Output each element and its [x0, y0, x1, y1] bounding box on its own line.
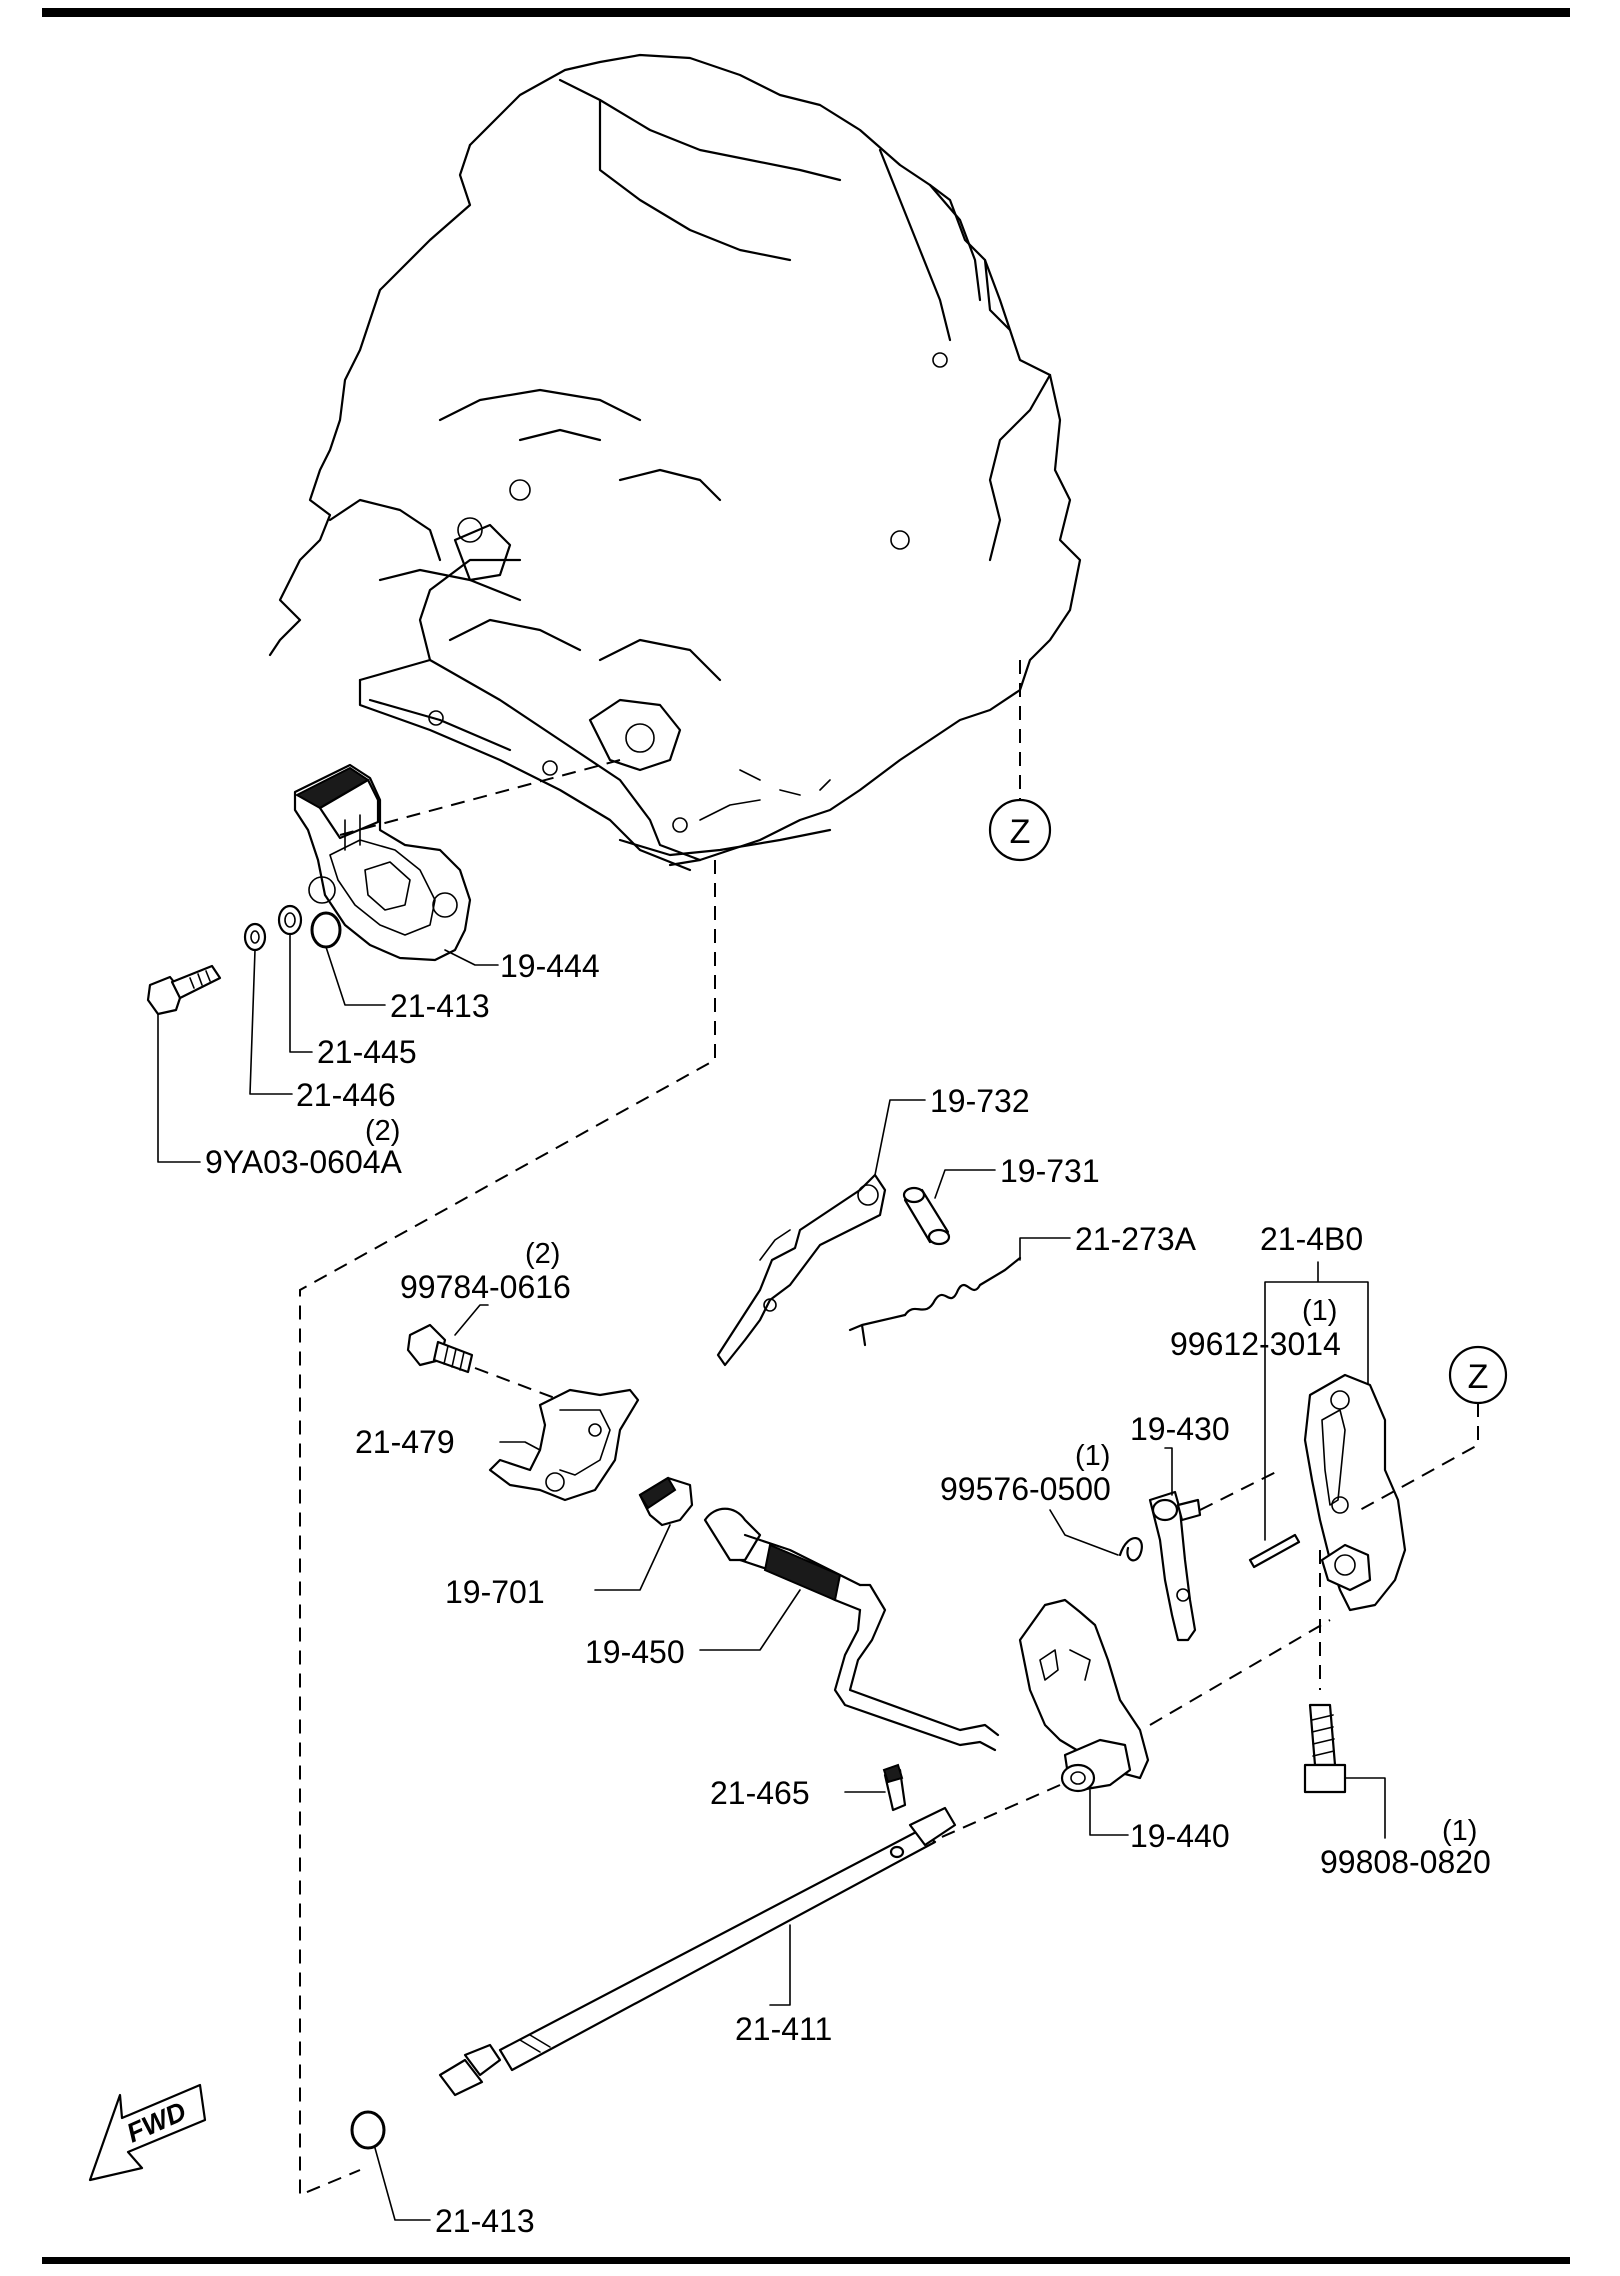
- shaft-21-411: [438, 1806, 957, 2097]
- pin-19-731: [902, 1186, 951, 1246]
- plate-19-440: [1018, 1598, 1150, 1793]
- label-19-732: 19-732: [930, 1083, 1030, 1119]
- top-rule: [42, 8, 1570, 17]
- z-top-text: Z: [1010, 813, 1031, 851]
- bottom-rule: [42, 2257, 1570, 2264]
- lever-19-430: [1148, 1490, 1202, 1642]
- bolt-99784: [406, 1323, 474, 1374]
- fwd-arrow-icon: FWD: [88, 2083, 207, 2182]
- shaft-19-450: [703, 1507, 1000, 1752]
- z-reference-top: Z: [988, 798, 1052, 862]
- label-21-413-bottom: 21-413: [435, 2203, 535, 2239]
- z-right-text: Z: [1468, 1358, 1489, 1396]
- label-21-413-top: 21-413: [390, 988, 490, 1024]
- qty-99576: (1): [1075, 1440, 1110, 1472]
- label-19-440: 19-440: [1130, 1818, 1230, 1854]
- bolt-9ya03: [146, 964, 222, 1016]
- washer-21-446: [243, 922, 267, 952]
- lever-19-732: [716, 1173, 887, 1367]
- oring-21-413-top: [310, 911, 342, 949]
- label-21-4b0: 21-4B0: [1260, 1221, 1363, 1257]
- label-9ya03: 9YA03-0604A: [205, 1144, 403, 1180]
- z-reference-right: Z: [1448, 1345, 1508, 1405]
- label-21-479: 21-479: [355, 1424, 455, 1460]
- qty-99808: (1): [1442, 1815, 1477, 1847]
- bolt-99808: [1303, 1703, 1347, 1794]
- label-19-701: 19-701: [445, 1574, 545, 1610]
- label-21-445: 21-445: [317, 1034, 417, 1070]
- qty-99784: (2): [525, 1238, 560, 1270]
- label-19-450: 19-450: [585, 1634, 685, 1670]
- detent-plate: [1303, 1373, 1407, 1612]
- spring-21-273a: [848, 1256, 1022, 1347]
- transmission-housing: [268, 53, 1082, 872]
- label-19-731: 19-731: [1000, 1153, 1100, 1189]
- roll-pin-99612: [1248, 1533, 1301, 1569]
- qty-99612: (1): [1302, 1295, 1337, 1327]
- label-21-411: 21-411: [735, 2011, 832, 2047]
- oring-21-413-bottom: [350, 2110, 386, 2150]
- label-99612: 99612-3014: [1170, 1326, 1341, 1362]
- label-19-444: 19-444: [500, 948, 600, 984]
- range-sensor: [293, 763, 472, 962]
- label-19-430: 19-430: [1130, 1411, 1230, 1447]
- clip-99576: [1118, 1537, 1143, 1562]
- label-21-446: 21-446: [296, 1077, 396, 1113]
- part-19-701: [638, 1476, 694, 1527]
- label-21-273a: 21-273A: [1075, 1221, 1197, 1257]
- bracket-21-479: [488, 1388, 640, 1502]
- label-99784: 99784-0616: [400, 1269, 571, 1305]
- label-99808: 99808-0820: [1320, 1844, 1491, 1880]
- label-99576: 99576-0500: [940, 1471, 1111, 1507]
- washer-21-445: [277, 904, 303, 936]
- part-21-465: [882, 1763, 907, 1812]
- qty-9ya03: (2): [365, 1115, 400, 1147]
- label-21-465: 21-465: [710, 1775, 810, 1811]
